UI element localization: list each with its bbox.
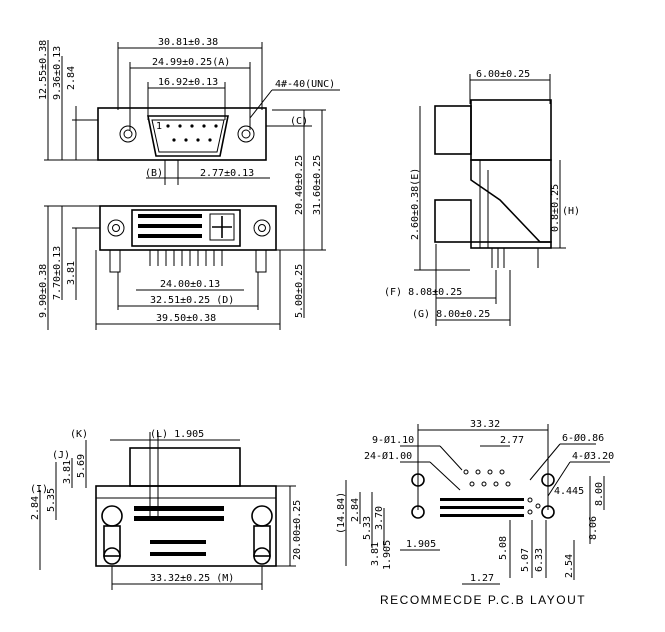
dim-thread: 4#-40(UNC) xyxy=(275,79,335,90)
dim-h-1255: 12.55±0.38 xyxy=(38,40,49,100)
ref-j: (J) xyxy=(52,450,70,461)
front-view-contacts xyxy=(134,506,224,556)
dim-w-3332-front: 33.32±0.25 (M) xyxy=(150,573,234,584)
ref-l: (L) 1.905 xyxy=(150,429,204,440)
dim-h-381: 3.81 xyxy=(66,261,77,285)
ref-k: (K) xyxy=(70,429,88,440)
dim-h-2040: 20.40±0.25 xyxy=(294,155,305,215)
dim-pin-span-inner: 16.92±0.13 xyxy=(158,77,218,88)
dim-height-e: 2.60±0.38(E) xyxy=(410,168,421,240)
dim-w-3251: 32.51±0.25 (D) xyxy=(150,295,234,306)
pcb-pitch-277: 2.77 xyxy=(500,435,524,446)
side-view: 6.00±0.25 2.60±0.38(E) 0.8±0.25 (H) (F) … xyxy=(384,69,580,326)
pcb-caption: RECOMMECDE P.C.B LAYOUT xyxy=(380,593,586,607)
dim-v-381: 3.81 xyxy=(62,460,73,484)
dim-f: (F) 8.08±0.25 xyxy=(384,287,462,298)
dim-w-3950: 39.50±0.38 xyxy=(156,313,216,324)
pin-one-label: 1 xyxy=(156,121,162,132)
ref-i: (I) xyxy=(30,484,48,495)
dim-h-284: 2.84 xyxy=(66,66,77,90)
dim-pitch-b: 2.77±0.13 xyxy=(200,168,254,179)
top-view: 30.81±0.38 24.99±0.25(A) 16.92±0.13 4#-4… xyxy=(38,37,340,330)
dim-offset-h: 0.8±0.25 xyxy=(550,184,561,232)
pcb-d-127: 1.27 xyxy=(470,573,494,584)
dim-v-569: 5.69 xyxy=(76,454,87,478)
dim-top-width: 6.00±0.25 xyxy=(476,69,530,80)
dim-h-936: 9.36±0.13 xyxy=(52,46,63,100)
pcb-d-806: 8.06 xyxy=(588,516,599,540)
dim-h-500: 5.00±0.25 xyxy=(294,264,305,318)
top-view-pins xyxy=(109,249,267,273)
dvi-contact-grid xyxy=(138,213,235,241)
pcb-hole-4: 4-Ø3.20 xyxy=(572,450,614,462)
dim-g: (G) 8.00±0.25 xyxy=(412,309,490,320)
pcb-d-800: 8.00 xyxy=(594,482,605,506)
pcb-d-254: 2.54 xyxy=(564,554,575,578)
dim-h-770: 7.70±0.13 xyxy=(52,246,63,300)
ref-h: (H) xyxy=(562,206,580,217)
dim-v-535: 5.35 xyxy=(46,488,57,512)
dim-h-2000: 20.00±0.25 xyxy=(292,500,303,560)
pcb-d-370: 3.70 xyxy=(374,506,385,530)
ref-c: (C) xyxy=(290,116,308,127)
top-view-pin-dots xyxy=(166,124,218,142)
pcb-hole-24: 24-Ø1.00 xyxy=(364,450,412,462)
pcb-d-1905v: 1.905 xyxy=(382,540,393,570)
front-view: (K) (L) 1.905 (J) (I) 5.69 3.81 5.35 2.8… xyxy=(30,429,303,590)
ref-b: (B) xyxy=(145,168,163,179)
pcb-d-1484: (14.84) xyxy=(336,492,347,534)
pcb-dim-w-3332: 33.32 xyxy=(470,419,500,430)
pcb-d-381: 3.81 xyxy=(370,542,381,566)
pcb-layout: 33.32 9-Ø1.10 24-Ø1.00 2.77 6-Ø0.86 4-Ø3… xyxy=(336,419,614,607)
dim-pin-span-a: 24.99±0.25(A) xyxy=(152,57,230,68)
pcb-d-4445: 4.445 xyxy=(554,486,584,497)
dim-h-990: 9.90±0.38 xyxy=(38,264,49,318)
dim-w-2400: 24.00±0.13 xyxy=(160,279,220,290)
dim-v-284: 2.84 xyxy=(30,496,41,520)
pcb-d-1905: 1.905 xyxy=(406,539,436,550)
pcb-hole-9: 9-Ø1.10 xyxy=(372,434,414,446)
dim-overall-width: 30.81±0.38 xyxy=(158,37,218,48)
pcb-d-507: 5.07 xyxy=(520,548,531,572)
pcb-d-284: 2.84 xyxy=(350,498,361,522)
front-view-posts xyxy=(101,505,273,565)
pcb-pads xyxy=(411,469,555,519)
side-view-pins xyxy=(491,248,539,268)
pcb-hole-6: 6-Ø0.86 xyxy=(562,432,604,444)
pcb-d-533: 5.33 xyxy=(362,516,373,540)
pcb-d-508: 5.08 xyxy=(498,536,509,560)
pcb-d-633: 6.33 xyxy=(534,548,545,572)
dim-h-3160: 31.60±0.25 xyxy=(312,155,323,215)
